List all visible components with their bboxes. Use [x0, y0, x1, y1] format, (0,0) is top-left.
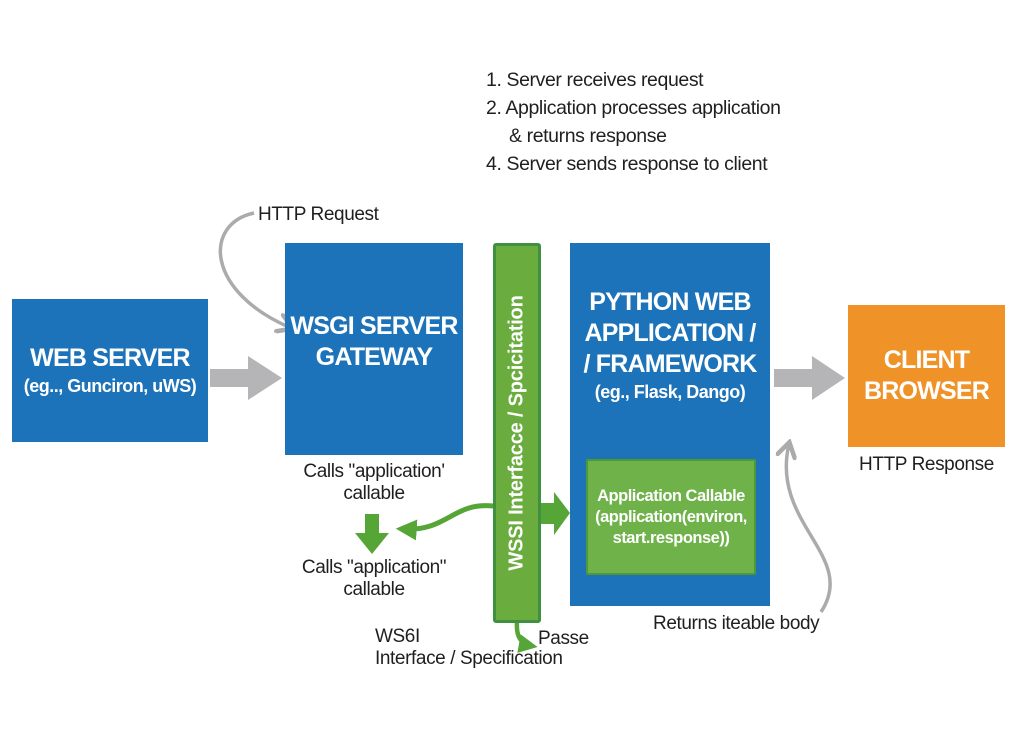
calls-down-arrow — [355, 514, 389, 554]
http-request-arrow — [218, 211, 291, 328]
python-app-subtitle: (eg., Flask, Dango) — [594, 382, 746, 402]
python-app-title-line1: PYTHON WEB — [589, 288, 751, 316]
app-to-client-arrow — [774, 356, 845, 400]
wsgi-gateway-title-line2: GATEWAY — [315, 343, 433, 371]
python-app-title-line3: / FRAMEWORK — [583, 350, 757, 378]
calls-application-label-2-line2: callable — [343, 579, 405, 600]
application-callable-line2: (application(environ, — [595, 507, 747, 526]
web-server-node: WEB SERVER (eg.., Gunciron, uWS) — [12, 299, 208, 442]
wsgi-footnote-label: WS6I Interface / Specification — [375, 626, 563, 670]
python-app-title-line2: APPLICATION / — [584, 319, 756, 347]
step-line: & returns response — [509, 125, 667, 147]
web-server-subtitle: (eg.., Gunciron, uWS) — [23, 376, 197, 396]
wsgi-footnote-line1: WS6I — [375, 626, 420, 647]
web-server-title: WEB SERVER — [30, 344, 190, 372]
step-line: 4. Server sends response to client — [486, 153, 768, 175]
client-browser-title-line1: CLIENT — [883, 346, 970, 374]
http-response-label: HTTP Response — [859, 454, 994, 475]
wsgi-interface-bar-label: WSSI Interfacce / Spcicitation — [505, 295, 528, 571]
application-callable-box: Application Callable (application(enviro… — [586, 459, 756, 575]
bar-to-app-arrow — [541, 492, 570, 535]
client-browser-title-line2: BROWSER — [864, 377, 990, 405]
calls-application-label-2: Calls "application" callable — [285, 557, 463, 601]
step-line: 2. Application processes application — [486, 97, 781, 119]
application-callable-line1: Application Callable — [597, 486, 745, 505]
client-browser-node: CLIENT BROWSER — [848, 305, 1005, 447]
returns-iterable-arrow — [786, 444, 832, 613]
calls-application-label-1-line1: Calls "application' — [303, 461, 445, 482]
application-callable-line3: start.response)) — [612, 528, 730, 547]
application-call-connector — [395, 503, 496, 541]
wsgi-interface-bar: WSSI Interfacce / Spcicitation — [493, 243, 541, 623]
calls-application-label-2-line1: Calls "application" — [301, 557, 447, 578]
step-line: 1. Server receives request — [486, 69, 704, 91]
web-to-gateway-arrow — [210, 356, 282, 400]
calls-application-label-1: Calls "application' callable — [285, 461, 463, 505]
calls-application-label-1-line2: callable — [343, 483, 405, 504]
process-steps-list: 1. Server receives request 2. Applicatio… — [486, 66, 781, 178]
wsgi-gateway-title-line1: WSGI SERVER — [290, 312, 458, 340]
wsgi-footnote-line2: Interface / Specification — [375, 648, 563, 669]
wsgi-gateway-node: WSGI SERVER GATEWAY — [285, 243, 463, 455]
passe-label: Passe — [538, 628, 589, 649]
http-request-label: HTTP Request — [258, 204, 379, 225]
returns-iterable-label: Returns iteable body — [653, 613, 820, 634]
